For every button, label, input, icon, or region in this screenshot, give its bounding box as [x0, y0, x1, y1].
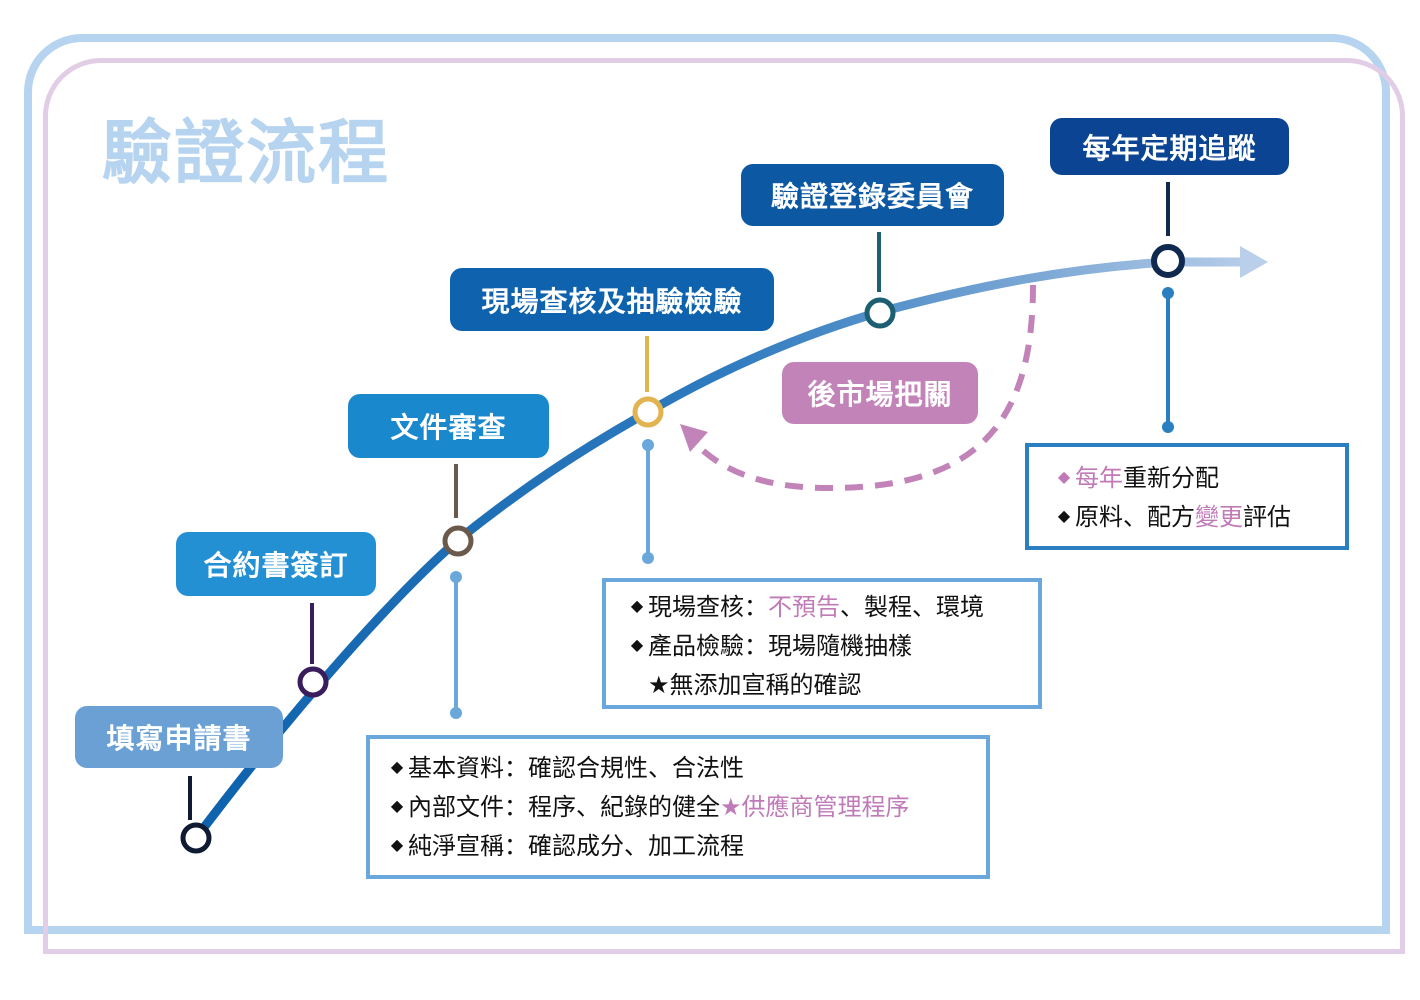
node-apply: [180, 822, 212, 854]
info-text: 不預告: [768, 593, 840, 621]
step-label-annual: 每年定期追蹤: [1050, 118, 1289, 175]
info-text: 原料、配方: [1075, 503, 1195, 531]
diamond-bullet-icon: ◆: [630, 596, 644, 615]
step-label-apply: 填寫申請書: [75, 706, 283, 768]
node-doc-review: [442, 525, 474, 557]
info-text: ★無添加宣稱的確認: [648, 671, 862, 699]
info-row: ★無添加宣稱的確認: [626, 666, 1038, 704]
node-committee: [864, 297, 896, 329]
step-label-doc-review: 文件審查: [348, 394, 549, 458]
diamond-bullet-icon: ◆: [630, 635, 644, 654]
info-text: 內部文件：程序、紀錄的健全: [408, 793, 720, 821]
info-text: 基本資料：確認合規性、合法性: [408, 754, 744, 782]
info-text: 現場查核：: [648, 593, 768, 621]
diamond-bullet-icon: ◆: [1057, 506, 1071, 525]
info-row: ◆每年重新分配: [1053, 459, 1345, 498]
info-text: 評估: [1243, 503, 1291, 531]
node-annual: [1151, 244, 1185, 278]
info-text: 純淨宣稱：確認成分、加工流程: [408, 832, 744, 860]
node-onsite: [632, 396, 664, 428]
info-row: ◆產品檢驗：現場隨機抽樣: [626, 627, 1038, 666]
info-text: 變更: [1195, 503, 1243, 531]
stem-annual: [1162, 287, 1174, 433]
info-box-annual: ◆每年重新分配◆原料、配方變更評估: [1025, 443, 1349, 550]
stem-onsite: [642, 439, 654, 564]
diamond-bullet-icon: ◆: [1057, 467, 1071, 486]
diamond-bullet-icon: ◆: [390, 796, 404, 815]
diamond-bullet-icon: ◆: [390, 757, 404, 776]
info-row: ◆純淨宣稱：確認成分、加工流程: [386, 827, 986, 866]
step-label-contract: 合約書簽訂: [176, 532, 376, 596]
info-row: ◆基本資料：確認合規性、合法性: [386, 749, 986, 788]
post-market-return-arrow: [689, 284, 1036, 492]
arrow-head-icon: [1240, 246, 1268, 278]
info-text: ★供應商管理程序: [720, 793, 910, 821]
stem-doc-review: [450, 571, 462, 719]
outer-frame-pink: [43, 58, 1405, 954]
outer-frame-blue: [24, 34, 1390, 934]
diagram-title: 驗證流程: [102, 112, 390, 194]
info-row: ◆現場查核：不預告、製程、環境: [626, 588, 1038, 627]
post-market-label: 後市場把關: [782, 362, 978, 424]
info-row: ◆原料、配方變更評估: [1053, 498, 1345, 537]
step-label-committee: 驗證登錄委員會: [741, 164, 1004, 226]
step-label-onsite: 現場查核及抽驗檢驗: [450, 268, 774, 331]
info-text: 重新分配: [1123, 464, 1219, 492]
diamond-bullet-icon: ◆: [390, 835, 404, 854]
info-box-doc-review: ◆基本資料：確認合規性、合法性◆內部文件：程序、紀錄的健全★供應商管理程序◆純淨…: [366, 735, 990, 879]
info-row: ◆內部文件：程序、紀錄的健全★供應商管理程序: [386, 788, 986, 827]
info-text: 產品檢驗：現場隨機抽樣: [648, 632, 912, 660]
node-contract: [297, 666, 329, 698]
info-text: 、製程、環境: [840, 593, 984, 621]
info-text: 每年: [1075, 464, 1123, 492]
return-arrow-head-icon: [680, 424, 708, 452]
info-box-onsite: ◆現場查核：不預告、製程、環境◆產品檢驗：現場隨機抽樣★無添加宣稱的確認: [602, 578, 1042, 709]
